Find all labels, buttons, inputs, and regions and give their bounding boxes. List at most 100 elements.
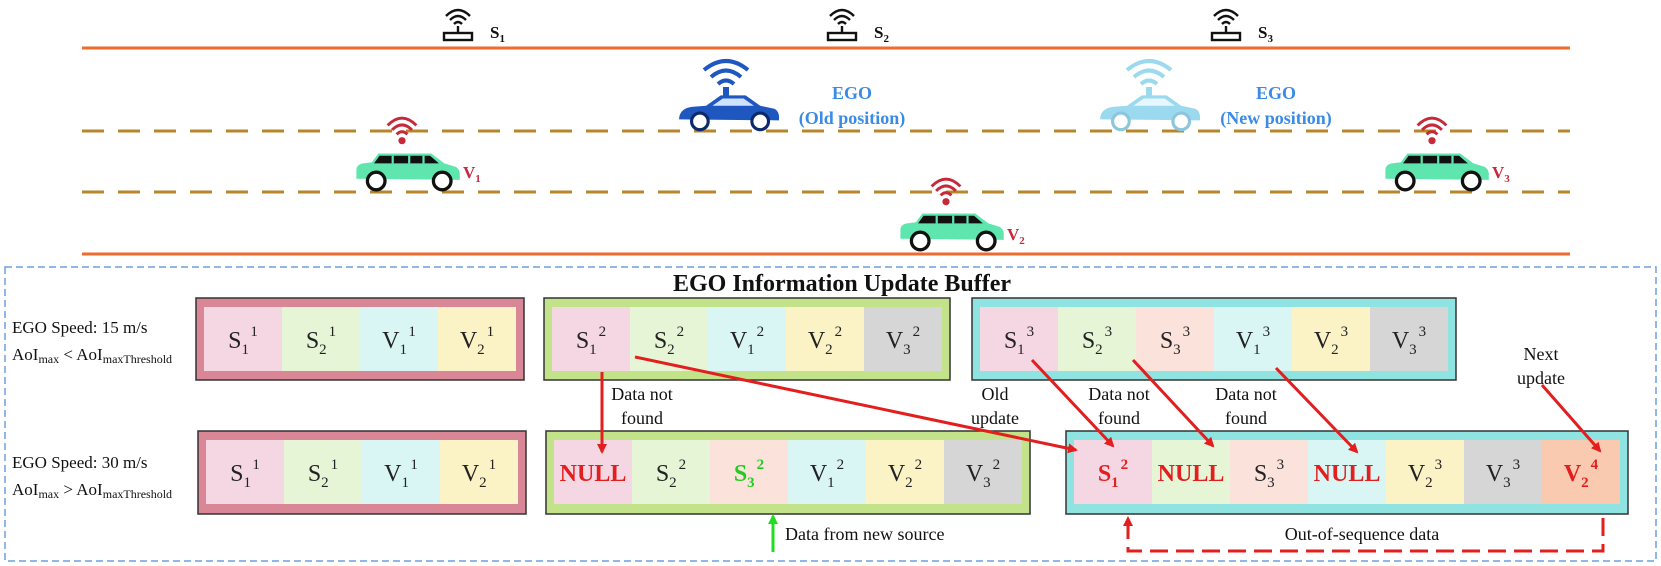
wifi-icon (1125, 59, 1173, 96)
station-sub: 1 (499, 33, 505, 45)
buffer-cell: NULL (1152, 440, 1230, 504)
vehicle-sub: 3 (1504, 173, 1510, 185)
station-sub: 3 (1267, 33, 1273, 45)
svg-text:S1: S1 (490, 23, 505, 45)
vehicle-sub: 2 (1019, 235, 1025, 247)
buffer-cell-label: S12 (1098, 457, 1128, 491)
arrow-next-update (1540, 384, 1602, 453)
buffer-cell: V12 (788, 440, 866, 504)
buffer-cell: V21 (440, 440, 518, 504)
buffer-cell-label: S11 (230, 457, 260, 491)
buffer-cell-label: V12 (730, 324, 764, 358)
station-s3: S3 (1210, 8, 1273, 45)
buffer-cell: V32 (944, 440, 1022, 504)
svg-text:V1: V1 (463, 163, 481, 185)
buffer-cell-bg (1136, 307, 1214, 371)
annotation-data-not-found-1a: Data not (611, 384, 672, 404)
vehicle-v2: V2 (898, 177, 1025, 252)
car-icon (1098, 93, 1202, 132)
arrow-null-3 (1131, 358, 1215, 448)
buffer-frame (4, 266, 1657, 562)
arrows (597, 355, 1605, 553)
buffer-cell: V32 (864, 307, 942, 371)
buffer-cell-bg (362, 440, 440, 504)
station-label: S (874, 23, 883, 42)
row1-speed: EGO Speed: 15 m/s (12, 318, 148, 337)
buffer-cell-label: V24 (1564, 457, 1599, 491)
buffer-cell-bg (1292, 307, 1370, 371)
annotation-old-update-b: update (971, 408, 1019, 428)
buffer-cell: V33 (1370, 307, 1448, 371)
svg-text:V3: V3 (1492, 163, 1510, 185)
buffer-cell-bg (1542, 440, 1620, 504)
buffer-cell-bg (1058, 307, 1136, 371)
vehicle-sub: 1 (475, 173, 481, 185)
buffer-cell-bg (786, 307, 864, 371)
ego-new-label-1: EGO (1256, 83, 1296, 103)
station-s2: S2 (826, 8, 889, 45)
buffer-cell-bg (708, 307, 786, 371)
buffer-cell-bg (554, 440, 632, 504)
buffer-cell: S13 (980, 307, 1058, 371)
row2-aoi: AoImax > AoImaxThreshold (12, 480, 172, 501)
buffer-cell-bg (1214, 307, 1292, 371)
ego-new-vehicle: EGO (New position) (1098, 59, 1332, 132)
row1-label: EGO Speed: 15 m/s AoImax < AoImaxThresho… (12, 318, 172, 366)
buffer-cell-bg (1386, 440, 1464, 504)
buffer-cell-label: S23 (1082, 324, 1112, 358)
buffer-title: EGO Information Update Buffer (673, 271, 1011, 297)
buffer-cell-bg (1074, 440, 1152, 504)
buffer-cell-label: V11 (384, 457, 418, 491)
ego-old-label-1: EGO (832, 83, 872, 103)
buffer-cell-label: V11 (382, 324, 416, 358)
buffer-cell-bg (282, 307, 360, 371)
buffer-cell-label: NULL (1314, 461, 1381, 487)
annotation-next-update-a: Next (1524, 344, 1559, 364)
car-icon (354, 151, 462, 192)
buffer-cell-label: V23 (1408, 457, 1442, 491)
buffer-cell-label: S13 (1004, 324, 1034, 358)
buffer-cell-bg (1370, 307, 1448, 371)
buffer-cell-bg (552, 307, 630, 371)
arrow-null-2 (1030, 358, 1115, 448)
buffer-cell: S12 (552, 307, 630, 371)
ego-old-vehicle: EGO (Old position) (677, 59, 906, 132)
buffer-cell: S21 (284, 440, 362, 504)
buffer-cell-bg (1152, 440, 1230, 504)
buffer-cell: V21 (438, 307, 516, 371)
buffer-cell-bg (710, 440, 788, 504)
buffer-cell-bg (632, 440, 710, 504)
road-scene: S1 S2 S3 EGO (Old position) EGO (New pos… (82, 8, 1570, 256)
buffer-cell: V33 (1464, 440, 1542, 504)
annotation-data-from-new-source: Data from new source (785, 524, 944, 544)
station-label: S (1258, 23, 1267, 42)
annotation-old-update-a: Old (982, 384, 1009, 404)
buffer-cell: S22 (630, 307, 708, 371)
buffer-cell: S32 (710, 440, 788, 504)
annotation-data-not-found-2a: Data not (1088, 384, 1149, 404)
buffer-cell-label: NULL (1158, 461, 1225, 487)
buffer-cell-bg (1464, 440, 1542, 504)
svg-text:S2: S2 (874, 23, 889, 45)
buffer-cell: V23 (1292, 307, 1370, 371)
buffer-cell-label: V33 (1392, 324, 1426, 358)
ego-old-label-2: (Old position) (799, 108, 906, 129)
buffer-cell-label: V21 (462, 457, 496, 491)
row2-speed: EGO Speed: 30 m/s (12, 453, 148, 472)
station-s1: S1 (442, 8, 505, 45)
buffer-cell-bg (788, 440, 866, 504)
buffer-cell-label: S22 (654, 324, 684, 358)
update-buffer: EGO Information Update Buffer EGO Speed:… (4, 266, 1657, 562)
buffer-cell-label: S32 (734, 457, 764, 491)
buffer-cell: V11 (362, 440, 440, 504)
antenna-icon (826, 8, 858, 42)
annotations: Data not found Old update Data not found… (611, 344, 1565, 544)
buffer-cell: NULL (554, 440, 632, 504)
buffer-cell-label: S11 (228, 324, 258, 358)
wifi-icon (702, 59, 750, 96)
buffer-cell-bg (630, 307, 708, 371)
